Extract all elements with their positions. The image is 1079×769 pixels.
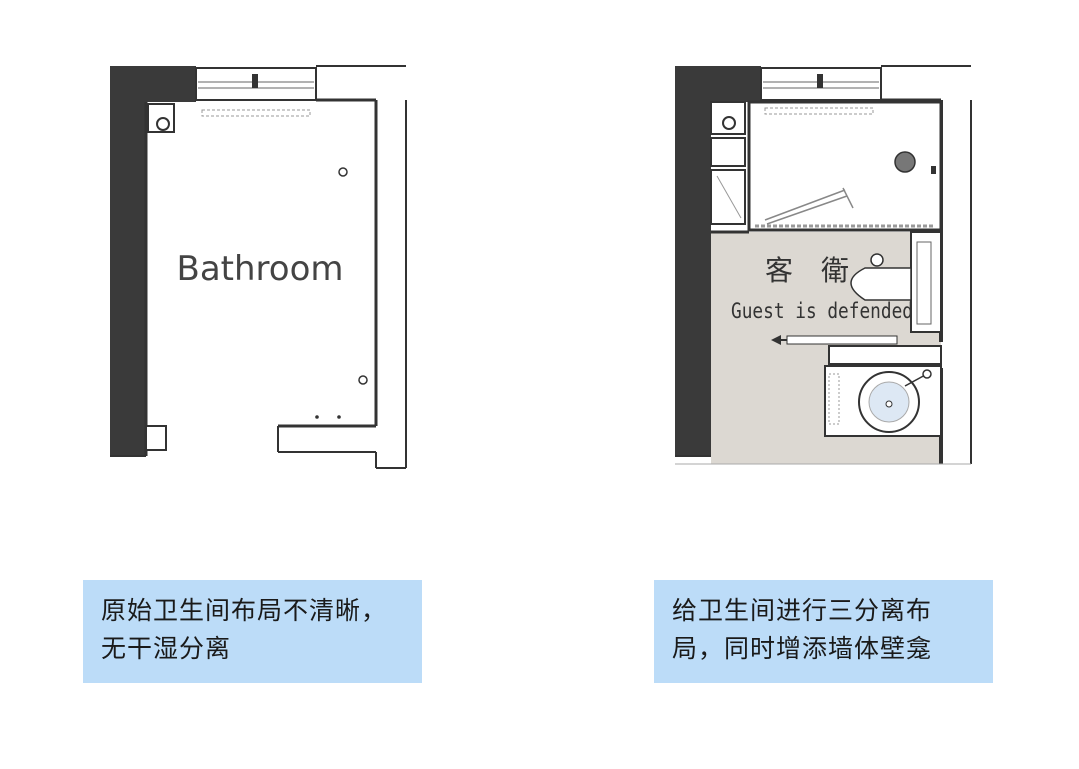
shower-drain-icon: [894, 151, 916, 173]
toilet-bowl: [850, 267, 912, 301]
left-wall: [110, 66, 146, 456]
curtain-rail: [201, 109, 311, 117]
sliding-door-arrow-icon: [771, 335, 781, 345]
window: [195, 67, 317, 101]
top-left-wall: [146, 66, 196, 102]
redesigned-plan-drawing: 客 衛 Guest is defended: [675, 65, 972, 465]
left-wall: [675, 66, 711, 456]
room-label-cn: 客 衛: [765, 254, 849, 287]
small-box: [145, 425, 167, 451]
room-label: Bathroom: [177, 249, 344, 289]
original-plan-drawing: Bathroom: [110, 65, 407, 469]
original-layout-caption: 原始卫生间布局不清晰， 无干湿分离: [83, 580, 422, 683]
top-left-wall: [711, 66, 761, 102]
partition-wall: [828, 345, 942, 365]
wall-niche: [710, 137, 746, 167]
redesigned-layout-caption: 给卫生间进行三分离布 局，同时增添墙体壁龛: [654, 580, 993, 683]
drain-icon: [358, 375, 368, 385]
original-floor-plan: Bathroom: [100, 60, 420, 480]
drain-icon: [338, 167, 348, 177]
redesigned-floor-plan: 客 衛 Guest is defended: [665, 60, 985, 480]
room-label-en: Guest is defended: [731, 299, 913, 323]
